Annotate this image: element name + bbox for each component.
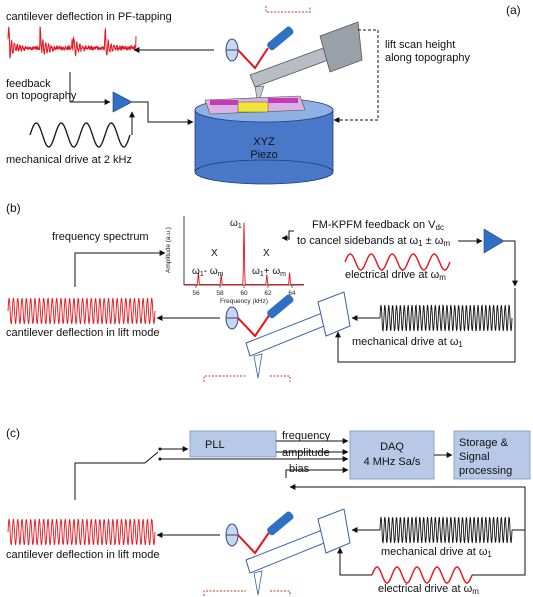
a-piezo-label-2: Piezo xyxy=(250,149,278,161)
c-lift-indicator xyxy=(204,591,290,596)
a-laser-beam xyxy=(238,48,268,68)
b-amp-out xyxy=(504,241,515,286)
a-amp-to-piezo xyxy=(132,102,193,122)
b-right-sideband: ω1+ ωm xyxy=(252,266,286,278)
c-tip xyxy=(254,571,262,595)
a-lift-label-2: along topography xyxy=(385,52,471,64)
b-fm-label-2: to cancel sidebands at ω1 ± ωm xyxy=(297,235,450,248)
panel-b-label: (b) xyxy=(6,201,21,215)
panel-a: (a) cantilever deflection in PF-tapping … xyxy=(6,3,521,184)
panel-c: (c) PLL frequency amplitude bias DAQ 4 M… xyxy=(6,426,530,596)
a-mech-drive-sine xyxy=(30,123,130,147)
c-photodetector-icon xyxy=(266,510,295,536)
panel-c-label: (c) xyxy=(6,426,20,440)
b-elec-drive-sine xyxy=(345,254,450,270)
c-storage-label-1: Storage & xyxy=(459,437,509,449)
b-kpfm-amplifier-icon xyxy=(484,229,504,253)
panel-a-label: (a) xyxy=(506,3,521,17)
c-daq-label-1: DAQ xyxy=(380,441,404,453)
c-pll-block xyxy=(190,431,276,457)
b-x-left: X xyxy=(211,248,218,259)
a-lift-label-1: lift scan height xyxy=(385,39,455,51)
c-elec-to-cantilever xyxy=(340,548,372,575)
b-freq-spectrum-label: frequency spectrum xyxy=(52,231,149,243)
c-laser-beam xyxy=(238,531,270,553)
b-laser-beam xyxy=(238,314,270,336)
a-photodetector-icon xyxy=(266,25,295,51)
c-storage-label-3: processing xyxy=(459,465,512,477)
c-bias-label: bias xyxy=(289,463,310,475)
a-feedback-amplifier-icon xyxy=(113,92,132,112)
b-inset-tick-label: 60 xyxy=(240,290,248,297)
a-deflection-label: cantilever deflection in PF-tapping xyxy=(6,11,172,23)
b-peak-label: ω1 xyxy=(230,218,242,230)
c-elec-drive-label: electrical drive at ωm xyxy=(378,583,479,596)
c-switch xyxy=(145,452,158,463)
c-deflection-label: cantilever deflection in lift mode xyxy=(6,549,159,561)
b-fm-label-1: FM-KPFM feedback on Vdc xyxy=(312,219,444,232)
b-photodetector-icon xyxy=(266,293,295,319)
b-spectrum-inset: Amplitude (a.u.) Frequency (kHz) 56 58 60 6… xyxy=(165,216,304,305)
a-feedback-label-1: feedback xyxy=(6,78,51,90)
a-pf-tapping-trace xyxy=(8,27,136,59)
c-daq-label-2: 4 MHz Sa/s xyxy=(364,456,421,468)
c-pll-label: PLL xyxy=(205,439,225,451)
b-x-right: X xyxy=(263,248,270,259)
b-tip xyxy=(254,354,262,378)
c-elec-drive-sine xyxy=(372,567,472,583)
c-frequency-label: frequency xyxy=(282,430,331,442)
a-feedback-label-2: on topography xyxy=(6,90,77,102)
c-mech-drive-label: mechanical drive at ω1 xyxy=(381,546,492,559)
b-deflection-label: cantilever deflection in lift mode xyxy=(6,327,159,339)
a-mech-drive-label: mechanical drive at 2 kHz xyxy=(6,154,132,166)
b-left-sideband: ω1- ωm xyxy=(192,266,224,278)
b-spectrum-arrow xyxy=(75,253,165,287)
b-inset-tick-label: 58 xyxy=(216,290,224,297)
c-daq-block xyxy=(350,431,434,479)
b-inset-xlabel: Frequency (kHz) xyxy=(220,298,268,305)
b-mech-drive-trace xyxy=(380,305,512,331)
c-amplitude-label: amplitude xyxy=(282,447,330,459)
panel-b: (b) Amplitude (a.u.) Frequency (kHz) 56 5… xyxy=(6,201,515,382)
b-inset-tick-label: 62 xyxy=(264,290,272,297)
b-inset-tick-label: 56 xyxy=(192,290,200,297)
a-piezo-label-1: XYZ xyxy=(253,136,275,148)
b-lift-indicator xyxy=(204,376,290,382)
c-lift-deflection-trace xyxy=(8,519,155,545)
b-lift-deflection-trace xyxy=(8,298,155,324)
b-inset-ylabel: Amplitude (a.u.) xyxy=(165,227,172,273)
c-signal-line xyxy=(75,463,145,500)
c-storage-label-2: Signal xyxy=(459,451,490,463)
b-mech-drive-label: mechanical drive at ω1 xyxy=(352,336,463,349)
c-mech-drive-trace xyxy=(380,517,512,543)
a-lift-indicator-top xyxy=(266,6,310,12)
b-elec-drive-label: electrical drive at ωm xyxy=(345,269,446,282)
